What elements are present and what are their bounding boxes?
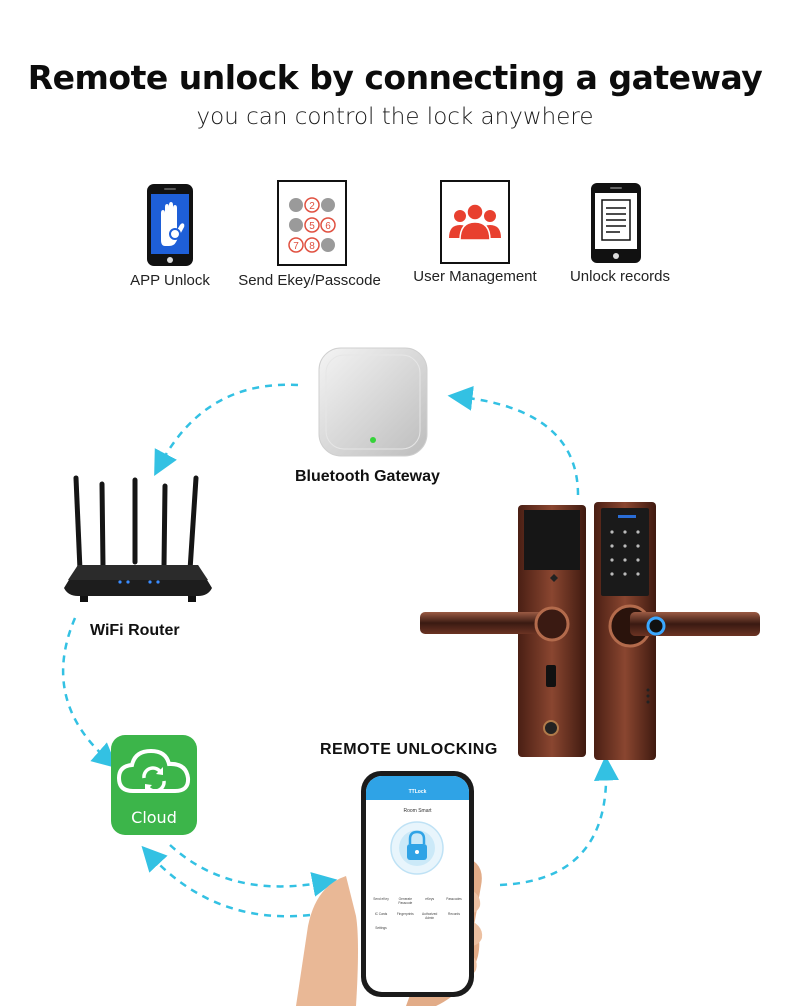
app-title: TTLock	[408, 789, 427, 795]
keypad-digit: 2	[309, 201, 315, 212]
feature-user-management: User Management	[405, 180, 545, 290]
feature-app-unlock: APP Unlock	[130, 180, 210, 295]
keypad-digit: 6	[325, 221, 331, 232]
menu-row: Send eKey Generate Passcode eKeys Passco…	[370, 897, 465, 906]
phone-hand-icon	[147, 184, 193, 266]
feature-unlock-records: Unlock records	[560, 182, 680, 292]
unlock-button[interactable]	[387, 818, 447, 878]
smart-door-lock	[420, 502, 760, 760]
arrow-cloud-to-phone	[169, 844, 338, 897]
records-icon	[591, 183, 641, 263]
menu-item[interactable]: Generate Passcode	[398, 897, 413, 905]
device-name: Room Smart	[403, 808, 432, 814]
remote-unlocking-label: REMOTE UNLOCKING	[320, 741, 498, 758]
menu-item[interactable]: Fingerprints	[396, 911, 414, 916]
arrow-gateway-to-router	[154, 383, 299, 477]
menu-item[interactable]: IC Cards	[374, 911, 388, 916]
app-header: TTLock	[366, 776, 469, 800]
smartphone: TTLock Room Smart Send eKey Generate Pas…	[361, 771, 474, 997]
feature-label: Unlock records	[569, 268, 671, 285]
wifi-router-device	[64, 475, 212, 602]
headline: Remote unlock by connecting a gateway	[27, 58, 763, 97]
menu-item[interactable]: Records	[448, 911, 460, 916]
feature-label: Send Ekey/Passcode	[238, 272, 381, 289]
menu-item[interactable]: Send eKey	[373, 897, 389, 901]
keypad-digit: 7	[293, 241, 299, 252]
cloud-label: Cloud	[131, 808, 177, 827]
cloud-sync-icon	[116, 748, 191, 793]
keypad-icon: 2 5 6 7 8	[277, 180, 347, 266]
gateway-label: Bluetooth Gateway	[295, 468, 440, 485]
keypad-digit: 8	[309, 241, 315, 252]
router-label: WiFi Router	[90, 622, 180, 639]
menu-row: IC Cards Fingerprints Authorized Admin R…	[370, 911, 465, 921]
menu-item[interactable]: Authorized Admin	[422, 911, 438, 920]
menu-item[interactable]: eKeys	[425, 897, 435, 901]
menu-row: Settings	[370, 927, 465, 931]
feature-send-ekey: 2 5 6 7 8 Send Ekey/Passcode	[232, 178, 387, 293]
menu-item[interactable]: Passcodes	[446, 897, 462, 901]
arrow-phone-to-lock	[499, 755, 619, 887]
app-menu: Send eKey Generate Passcode eKeys Passco…	[370, 897, 465, 931]
menu-item[interactable]: Settings	[375, 926, 387, 931]
feature-label: User Management	[413, 268, 537, 285]
users-icon	[440, 180, 510, 264]
keypad-digit: 5	[309, 221, 315, 232]
bluetooth-gateway-device	[318, 347, 428, 457]
feature-label: APP Unlock	[130, 272, 210, 289]
phone-screen: TTLock Room Smart Send eKey Generate Pas…	[366, 776, 469, 992]
arrow-lock-to-gateway	[447, 385, 580, 496]
cloud-tile: Cloud	[111, 735, 197, 835]
arrow-router-to-cloud	[61, 617, 118, 769]
subheadline: you can control the lock anywhere	[196, 104, 594, 130]
